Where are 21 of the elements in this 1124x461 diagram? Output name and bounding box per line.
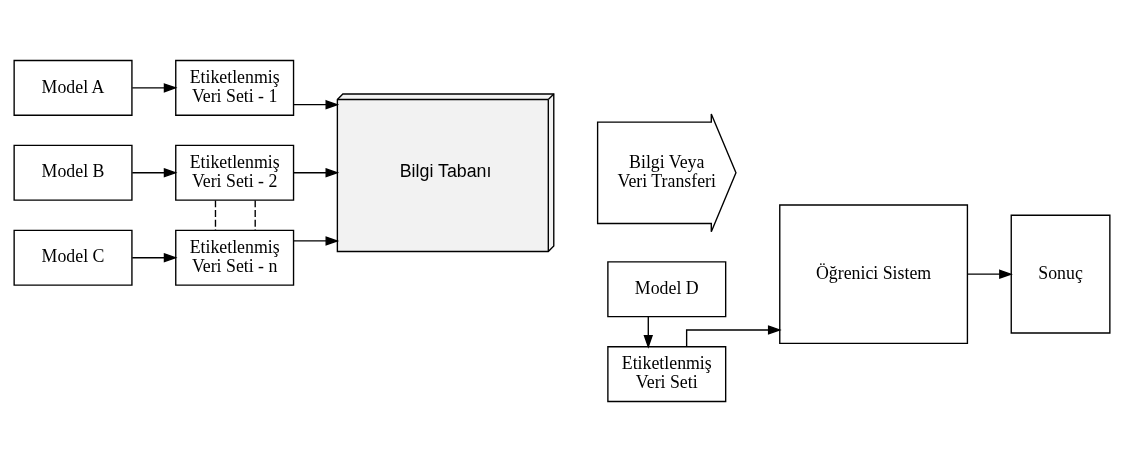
arrow <box>131 82 178 93</box>
node-box: Sonuç <box>1010 214 1111 334</box>
connector <box>254 199 256 231</box>
node-box: Etiketlenmiş Veri Seti - 2 <box>175 144 295 201</box>
connector <box>214 199 217 231</box>
arrow <box>131 167 178 178</box>
node-box: Etiketlenmiş Veri Seti - n <box>175 229 295 286</box>
node-box: Model D <box>607 260 727 317</box>
arrow <box>293 99 340 109</box>
arrow <box>293 235 340 246</box>
arrow <box>293 167 340 178</box>
node-box: Model A <box>13 59 133 116</box>
node-box: Etiketlenmiş Veri Seti - 1 <box>175 59 295 116</box>
arrow <box>131 252 178 262</box>
arrow <box>643 315 654 349</box>
node-box: Model B <box>13 144 133 201</box>
arrow <box>966 268 1013 279</box>
node-box: Etiketlenmiş Veri Seti <box>607 345 727 402</box>
arrow <box>685 324 782 347</box>
node-box: Öğrenici Sistem <box>779 203 969 344</box>
node-box: Model C <box>13 229 133 286</box>
